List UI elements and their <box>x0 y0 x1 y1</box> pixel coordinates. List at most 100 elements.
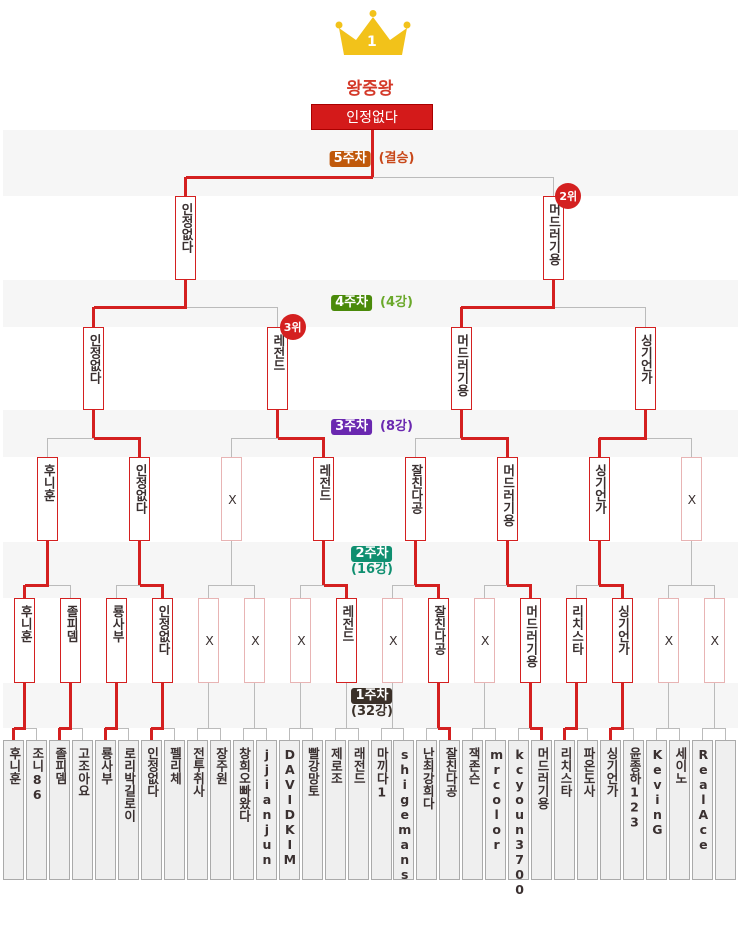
player-name: 머드러기용 <box>546 203 562 266</box>
bracket-slot[interactable]: 레전드 <box>313 457 335 541</box>
bracket-line <box>392 585 393 598</box>
player-slot[interactable]: 장주원 <box>209 740 231 880</box>
winner-line <box>415 583 440 587</box>
bracket-slot[interactable]: 인정없다 <box>129 457 151 541</box>
player-slot[interactable]: KevinG <box>646 740 668 880</box>
empty-slot[interactable]: X <box>473 598 495 683</box>
bracket-line <box>219 728 221 740</box>
bracket-slot[interactable]: 싱기언가 <box>634 327 656 410</box>
player-slot[interactable]: 로리박길로이 <box>117 740 139 880</box>
player-slot[interactable]: 고조아요 <box>71 740 93 880</box>
player-slot[interactable]: jjianjun <box>255 740 277 880</box>
bracket-line <box>552 177 554 196</box>
player-name: 전투취사 <box>190 747 206 797</box>
player-slot[interactable]: 창희오빠왔다 <box>232 740 254 880</box>
player-name: 잭존슨 <box>466 747 482 785</box>
bracket-line <box>714 727 726 729</box>
player-slot[interactable]: 세이노 <box>669 740 691 880</box>
bracket-line <box>300 683 302 728</box>
player-name: 파온도사 <box>581 747 596 797</box>
bracket-line <box>335 727 347 729</box>
player-slot[interactable]: shigemans <box>393 740 415 882</box>
player-slot[interactable]: 파온도사 <box>577 740 599 880</box>
player-slot[interactable]: 룡사부 <box>94 740 116 880</box>
bracket-slot[interactable]: 인정없다 <box>152 598 174 683</box>
bracket-line <box>702 727 715 729</box>
bracket-slot[interactable]: 머드러기용 <box>542 196 564 280</box>
winner-line <box>564 726 578 730</box>
bracket-line <box>208 585 210 598</box>
player-slot[interactable]: 래전드 <box>347 740 369 880</box>
bracket-line <box>392 683 393 728</box>
empty-slot[interactable]: X <box>221 457 243 541</box>
player-slot[interactable]: 전투취사 <box>186 740 208 880</box>
player-name: DAVIDKIM <box>282 747 298 867</box>
bracket-line <box>403 728 405 740</box>
bracket-slot[interactable]: 레전드 <box>336 598 358 683</box>
player-name: 빨강망토 <box>305 747 321 797</box>
bracket-slot[interactable]: 후니훈 <box>14 598 36 683</box>
player-slot[interactable]: 잘친다공 <box>439 740 461 880</box>
player-slot[interactable]: 마끼다1 <box>370 740 392 880</box>
empty-slot[interactable]: X <box>290 598 312 683</box>
bracket-line <box>311 728 313 740</box>
player-slot[interactable]: 잭존슨 <box>462 740 484 880</box>
second-place-badge: 2위 <box>555 183 582 209</box>
bracket-slot[interactable]: 싱기언가 <box>611 598 633 683</box>
bracket-slot[interactable]: 인정없다 <box>83 327 105 410</box>
bracket-slot[interactable]: 졸피뎀 <box>60 598 82 683</box>
bracket-line <box>346 683 348 728</box>
empty-slot[interactable]: X <box>382 598 403 683</box>
bracket-line <box>346 727 359 729</box>
player-name: 윤종하123 <box>626 747 642 830</box>
bracket-slot[interactable]: 머드러기용 <box>496 457 518 541</box>
empty-slot[interactable]: X <box>198 598 220 683</box>
winner-line <box>530 726 544 730</box>
bracket-slot[interactable]: 싱기언가 <box>588 457 610 541</box>
bracket-line <box>415 437 462 439</box>
player-name: 룡사부 <box>98 747 114 785</box>
bracket-slot[interactable]: 잘친다공 <box>404 457 426 541</box>
player-slot[interactable]: kcyoun3700 <box>508 740 530 897</box>
bracket-slot[interactable]: 인정없다 <box>175 196 197 280</box>
bracket-line <box>300 585 302 598</box>
bracket-slot[interactable]: 리치스타 <box>565 598 587 683</box>
round-week-chip: 4주차 <box>331 295 373 311</box>
player-slot[interactable]: 졸피뎀 <box>48 740 70 880</box>
empty-slot[interactable]: X <box>244 598 266 683</box>
bracket-slot[interactable]: 룡사부 <box>106 598 128 683</box>
player-slot[interactable]: 펠리체 <box>163 740 185 880</box>
player-slot[interactable]: 인정없다 <box>140 740 162 880</box>
bracket-slot[interactable]: 잘친다공 <box>427 598 449 683</box>
bracket-slot[interactable]: 머드러기용 <box>450 327 472 410</box>
bracket-line <box>414 438 416 457</box>
player-slot[interactable]: 제로조 <box>324 740 346 880</box>
player-slot[interactable]: 조니86 <box>25 740 47 880</box>
bracket-slot[interactable]: 후니훈 <box>37 457 59 541</box>
bracket-slot[interactable]: 레전드 <box>267 327 289 410</box>
player-slot[interactable]: 후니훈 <box>3 740 24 880</box>
bracket-slot[interactable]: 머드러기용 <box>519 598 541 683</box>
champion-box[interactable]: 인정없다 <box>311 104 433 130</box>
player-slot[interactable]: RealAce <box>692 740 714 880</box>
player-slot[interactable]: 난최강희다 <box>416 740 438 880</box>
player-slot[interactable]: DAVIDKIM <box>278 740 300 880</box>
bracket-line <box>116 584 140 586</box>
empty-slot[interactable]: X <box>703 598 725 683</box>
bracket-line <box>725 728 727 740</box>
player-slot[interactable]: 리치스타 <box>554 740 576 880</box>
player-name: X <box>385 633 401 648</box>
player-slot[interactable] <box>715 740 737 880</box>
player-slot[interactable]: 빨강망토 <box>301 740 323 880</box>
bracket-line <box>679 728 681 740</box>
winner-line <box>413 541 417 585</box>
empty-slot[interactable]: X <box>680 457 702 541</box>
player-slot[interactable]: 머드러기용 <box>531 740 553 880</box>
bracket-line <box>426 728 428 740</box>
player-name: X <box>707 633 723 648</box>
player-name: 레전드 <box>339 605 355 643</box>
player-slot[interactable]: mrcolor <box>485 740 507 880</box>
player-slot[interactable]: 윤종하123 <box>623 740 645 880</box>
player-slot[interactable]: 싱기언가 <box>600 740 622 880</box>
empty-slot[interactable]: X <box>657 598 679 683</box>
